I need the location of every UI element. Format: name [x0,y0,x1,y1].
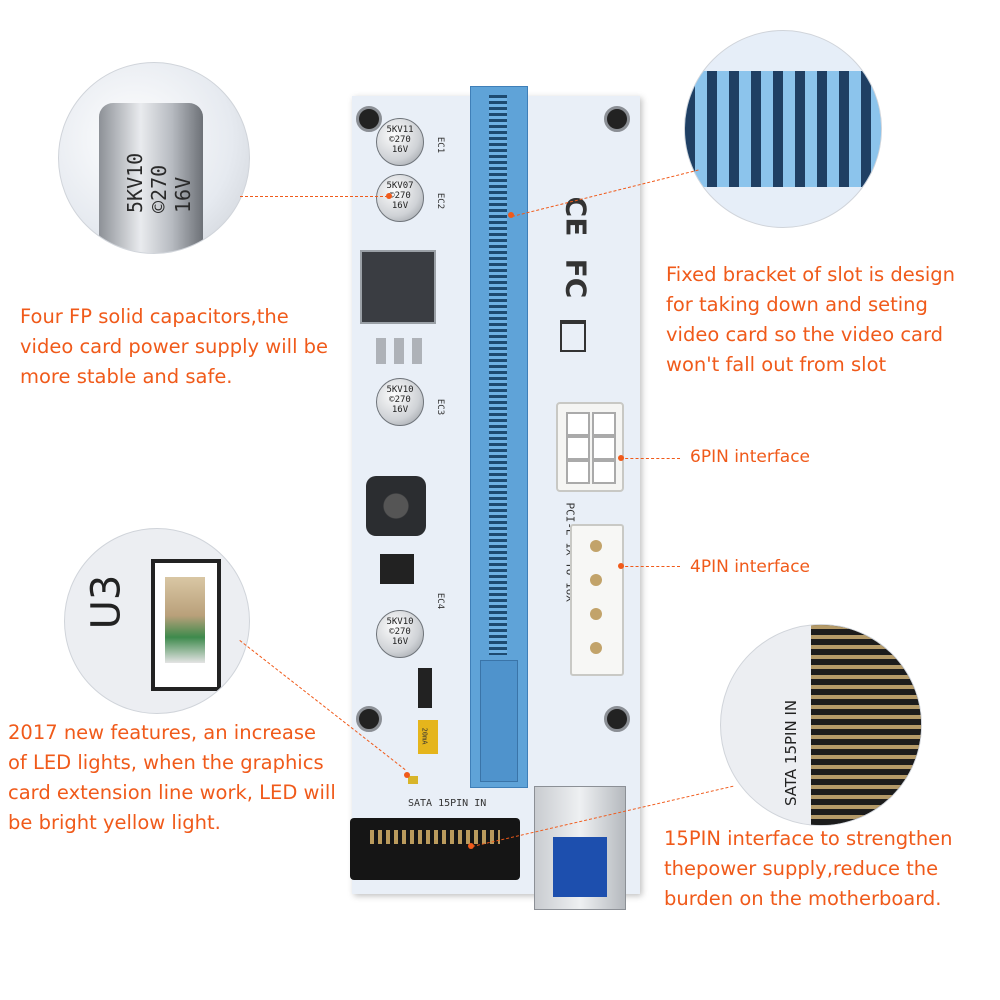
capacitor-ec2: 5KV07 ©270 16V [376,174,424,222]
capacitor-ec4: 5KV10 ©270 16V [376,610,424,658]
ic-chip [380,554,414,584]
mount-hole [356,706,382,732]
zoom-sata: SATA 15PIN IN [720,624,922,826]
capacitor-ec1: 5KV11 ©270 16V [376,118,424,166]
sata-silkscreen: SATA 15PIN IN [408,798,487,809]
diode [418,668,432,708]
regulator-leg [376,338,386,364]
leader-capacitor [240,196,388,197]
inductor [366,476,426,536]
zoom-slot [684,30,882,228]
fuse: 20mA [418,720,438,754]
leader-dot [508,212,514,218]
callout-four-pin: 4PIN interface [690,557,811,577]
led-light [408,776,418,784]
led-chip [165,577,205,663]
mount-hole [604,706,630,732]
cap-label-ec1: EC1 [435,136,446,154]
zoom-capacitor: 5KV10 ©270 16V [58,62,250,254]
six-pin-connector [556,402,624,492]
cap-label-ec4: EC4 [435,592,446,610]
callout-led: 2017 new features, an increase of LED li… [8,721,336,834]
leader-dot [468,843,474,849]
leader-dot [618,455,624,461]
voltage-regulator [360,250,436,324]
callout-bracket: Fixed bracket of slot is design for taki… [666,263,956,376]
regulator-leg [412,338,422,364]
zoom-led: U3 [64,528,250,714]
leader-dot [386,193,392,199]
four-pin-connector [570,524,624,676]
fc-mark: FC [559,258,593,299]
mount-hole [356,106,382,132]
pcie-x16-slot [470,86,528,788]
slot-latch [480,660,518,782]
leader-six-pin [620,458,680,459]
leader-four-pin [620,566,680,567]
callout-capacitors: Four FP solid capacitors,the video card … [20,305,329,388]
weee-icon [560,320,586,352]
cap-label-ec3: EC3 [435,398,446,416]
sata-connector [350,818,520,880]
regulator-leg [394,338,404,364]
capacitor-ec3: 5KV10 ©270 16V [376,378,424,426]
usb3-connector [534,786,626,910]
zoom-sata-label: SATA 15PIN IN [782,699,800,806]
callout-six-pin: 6PIN interface [690,447,811,467]
callout-fifteen-pin: 15PIN interface to strengthen thepower s… [664,827,953,910]
leader-dot [618,563,624,569]
cap-label-ec2: EC2 [435,192,446,210]
slot-channel [489,95,507,655]
zoom-capacitor-label: 5KV10 ©270 16V [123,152,195,213]
zoom-chip-label: U3 [83,574,130,630]
leader-dot [404,772,410,778]
mount-hole [604,106,630,132]
